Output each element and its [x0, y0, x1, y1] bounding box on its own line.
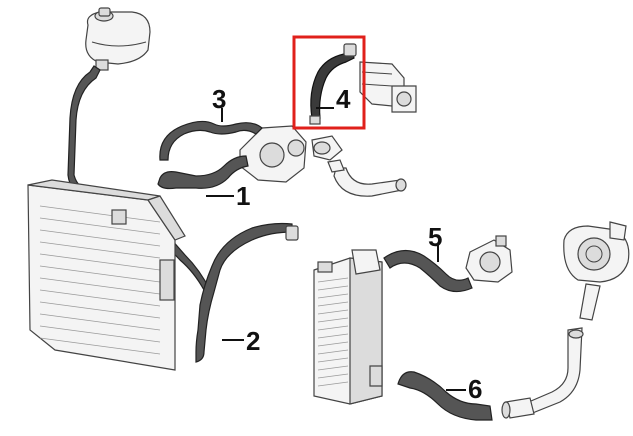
intercooler-fin — [317, 381, 349, 387]
callout-4: 4 — [336, 84, 351, 114]
callout-3: 3 — [212, 84, 226, 114]
callout-5: 5 — [428, 222, 442, 252]
intercooler-fin — [317, 293, 349, 299]
intercooler-fin — [317, 341, 349, 347]
intercooler-fin — [317, 277, 349, 283]
intercooler-fin — [317, 349, 349, 355]
radiator-fin — [39, 217, 161, 235]
intercooler-fin — [317, 301, 349, 307]
throttle-body — [465, 235, 513, 283]
thermostat-housing — [239, 125, 343, 183]
intercooler-fin — [317, 365, 349, 371]
turbocharger — [563, 221, 630, 283]
hose-5 — [383, 249, 473, 293]
radiator-fin — [39, 253, 161, 271]
radiator-fin — [39, 277, 161, 295]
radiator-fin — [39, 325, 161, 343]
highlight-box — [292, 35, 366, 130]
radiator — [27, 179, 186, 371]
intercooler-fin — [317, 333, 349, 339]
radiator-fin — [39, 241, 161, 259]
intercooler-fin — [317, 325, 349, 331]
radiator-fin — [39, 313, 161, 331]
intercooler-fin — [317, 357, 349, 363]
expansion-tank — [85, 7, 151, 71]
intercooler-fin — [317, 317, 349, 323]
radiator-fin — [39, 289, 161, 307]
intercooler-fin — [317, 285, 349, 291]
hose-4-end — [309, 115, 321, 125]
radiator-fin — [39, 205, 161, 223]
pipe-assembly — [359, 61, 417, 113]
callout-2: 2 — [246, 326, 260, 356]
turbo-pipe — [501, 283, 601, 419]
hose-4 — [310, 49, 355, 119]
intercooler-fin — [317, 309, 349, 315]
coolant-pipe — [327, 159, 407, 197]
hose-4-connector — [343, 43, 357, 57]
radiator-fin — [39, 265, 161, 283]
radiator-fin — [39, 337, 161, 355]
radiator-fin — [39, 301, 161, 319]
callout-6: 6 — [468, 374, 482, 404]
hose-1 — [157, 155, 249, 190]
radiator-fin — [39, 229, 161, 247]
hose-2-clamp — [285, 225, 299, 241]
hose-2 — [195, 222, 293, 363]
callout-1: 1 — [236, 181, 250, 211]
hose-6 — [397, 371, 493, 421]
hose-3 — [159, 120, 263, 161]
intercooler-fin — [317, 373, 349, 379]
intercooler — [313, 249, 383, 405]
